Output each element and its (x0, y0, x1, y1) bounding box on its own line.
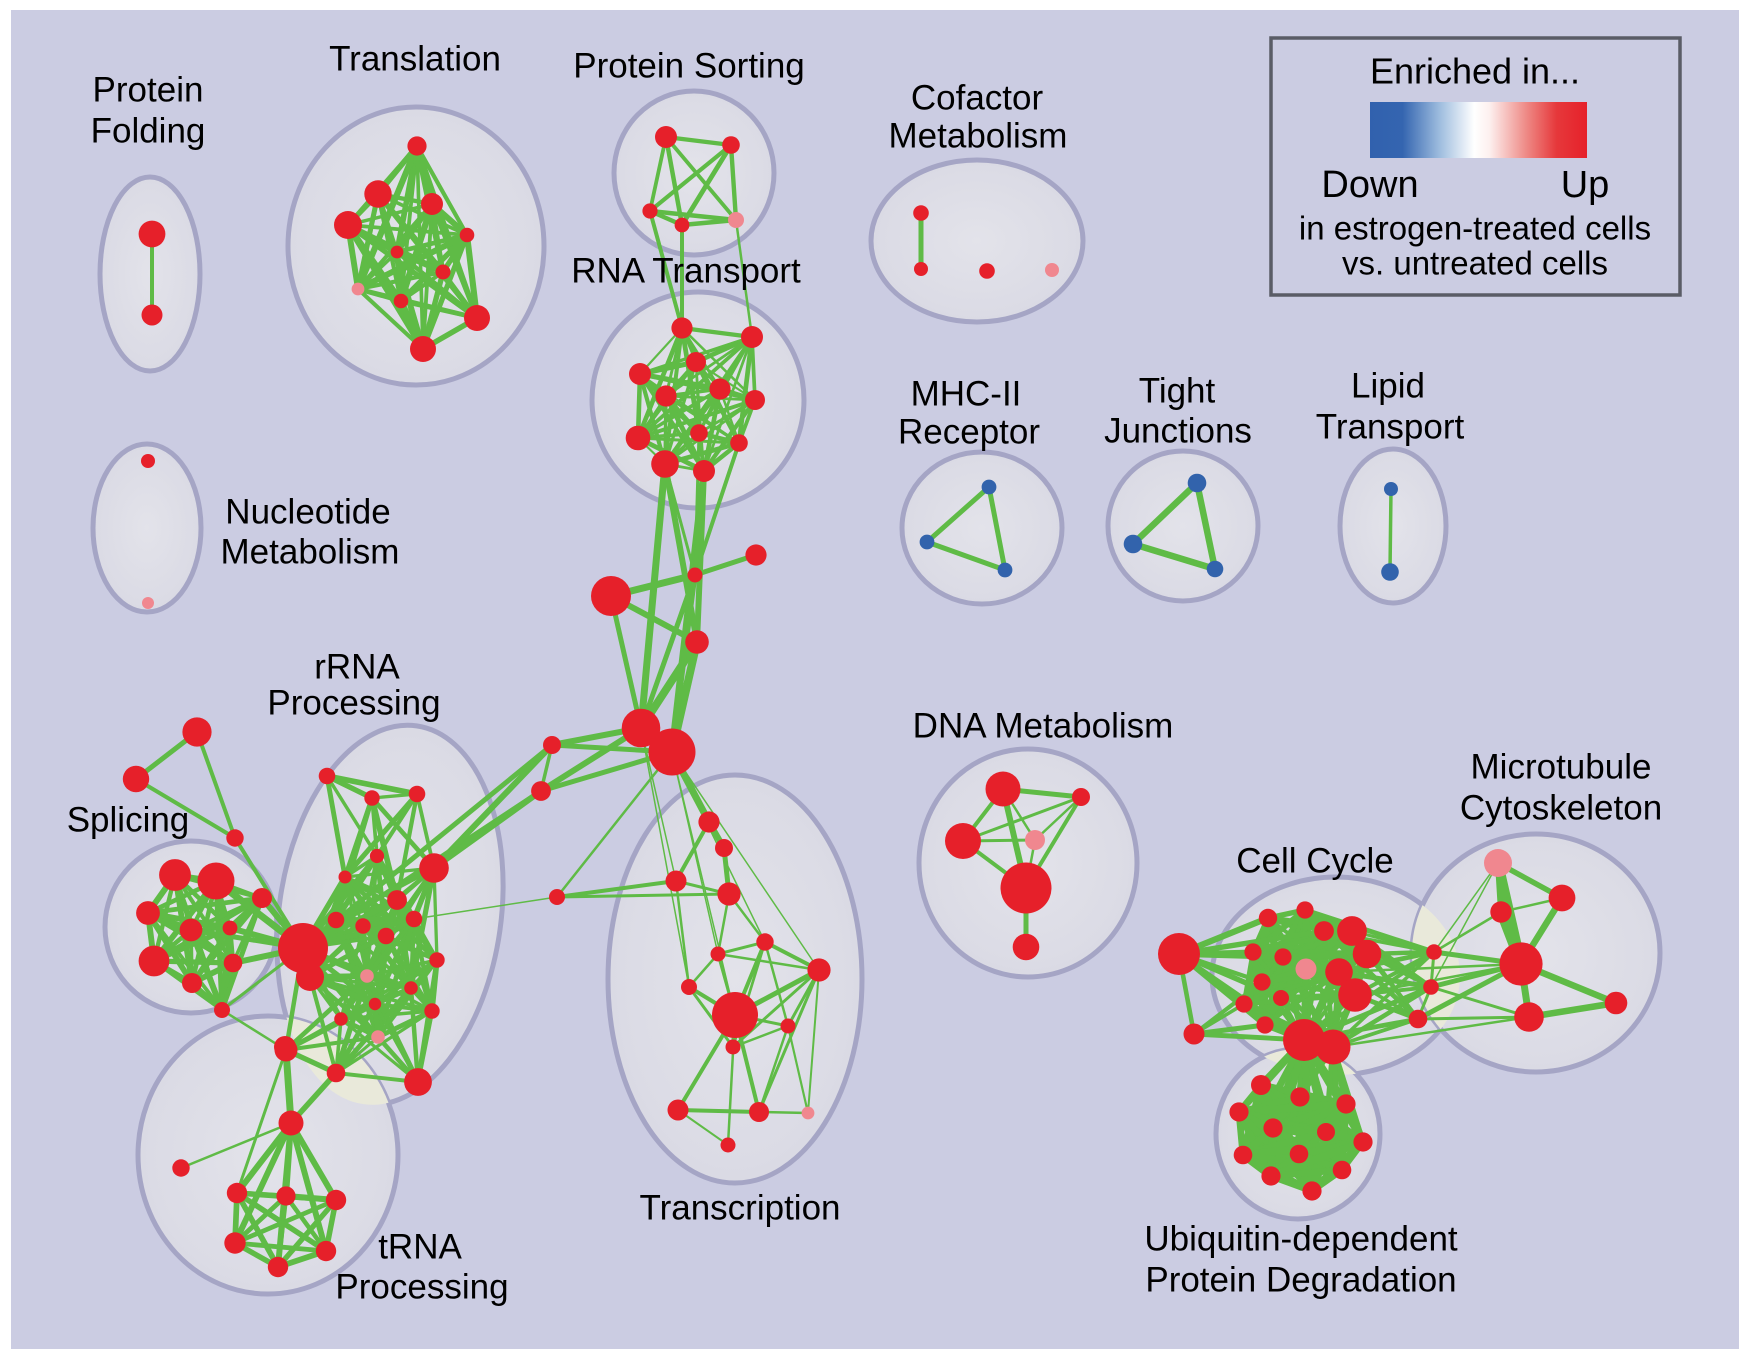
svg-text:tRNA: tRNA (378, 1228, 462, 1267)
svg-text:DNA Metabolism: DNA Metabolism (913, 707, 1174, 746)
svg-text:Cytoskeleton: Cytoskeleton (1460, 789, 1662, 828)
svg-text:rRNA: rRNA (314, 648, 400, 687)
svg-text:Cell Cycle: Cell Cycle (1236, 842, 1394, 881)
svg-text:Processing: Processing (267, 684, 440, 723)
svg-text:Receptor: Receptor (898, 413, 1040, 452)
svg-text:MHC-II: MHC-II (911, 375, 1022, 414)
svg-text:Transport: Transport (1316, 408, 1465, 447)
svg-text:Nucleotide: Nucleotide (225, 493, 390, 532)
svg-text:Cofactor: Cofactor (911, 79, 1044, 118)
svg-text:Metabolism: Metabolism (889, 117, 1068, 156)
svg-text:Processing: Processing (335, 1268, 508, 1307)
svg-text:Protein: Protein (93, 71, 204, 110)
svg-text:Protein Sorting: Protein Sorting (573, 47, 805, 86)
svg-text:Down: Down (1321, 164, 1418, 206)
svg-text:Up: Up (1561, 164, 1610, 206)
svg-text:RNA Transport: RNA Transport (571, 252, 801, 291)
svg-text:Tight: Tight (1139, 372, 1216, 411)
svg-text:vs. untreated cells: vs. untreated cells (1342, 245, 1608, 282)
svg-text:Ubiquitin-dependent: Ubiquitin-dependent (1144, 1220, 1458, 1259)
svg-text:Transcription: Transcription (640, 1189, 841, 1228)
svg-text:Protein Degradation: Protein Degradation (1145, 1261, 1456, 1300)
svg-text:Enriched in...: Enriched in... (1370, 51, 1580, 92)
svg-text:Metabolism: Metabolism (221, 533, 400, 572)
svg-text:Junctions: Junctions (1104, 412, 1252, 451)
svg-text:Lipid: Lipid (1351, 367, 1425, 406)
svg-text:Translation: Translation (329, 40, 501, 79)
svg-text:Folding: Folding (91, 112, 206, 151)
svg-text:Splicing: Splicing (67, 801, 190, 840)
svg-text:in estrogen-treated cells: in estrogen-treated cells (1299, 210, 1651, 247)
svg-text:Microtubule: Microtubule (1471, 748, 1652, 787)
